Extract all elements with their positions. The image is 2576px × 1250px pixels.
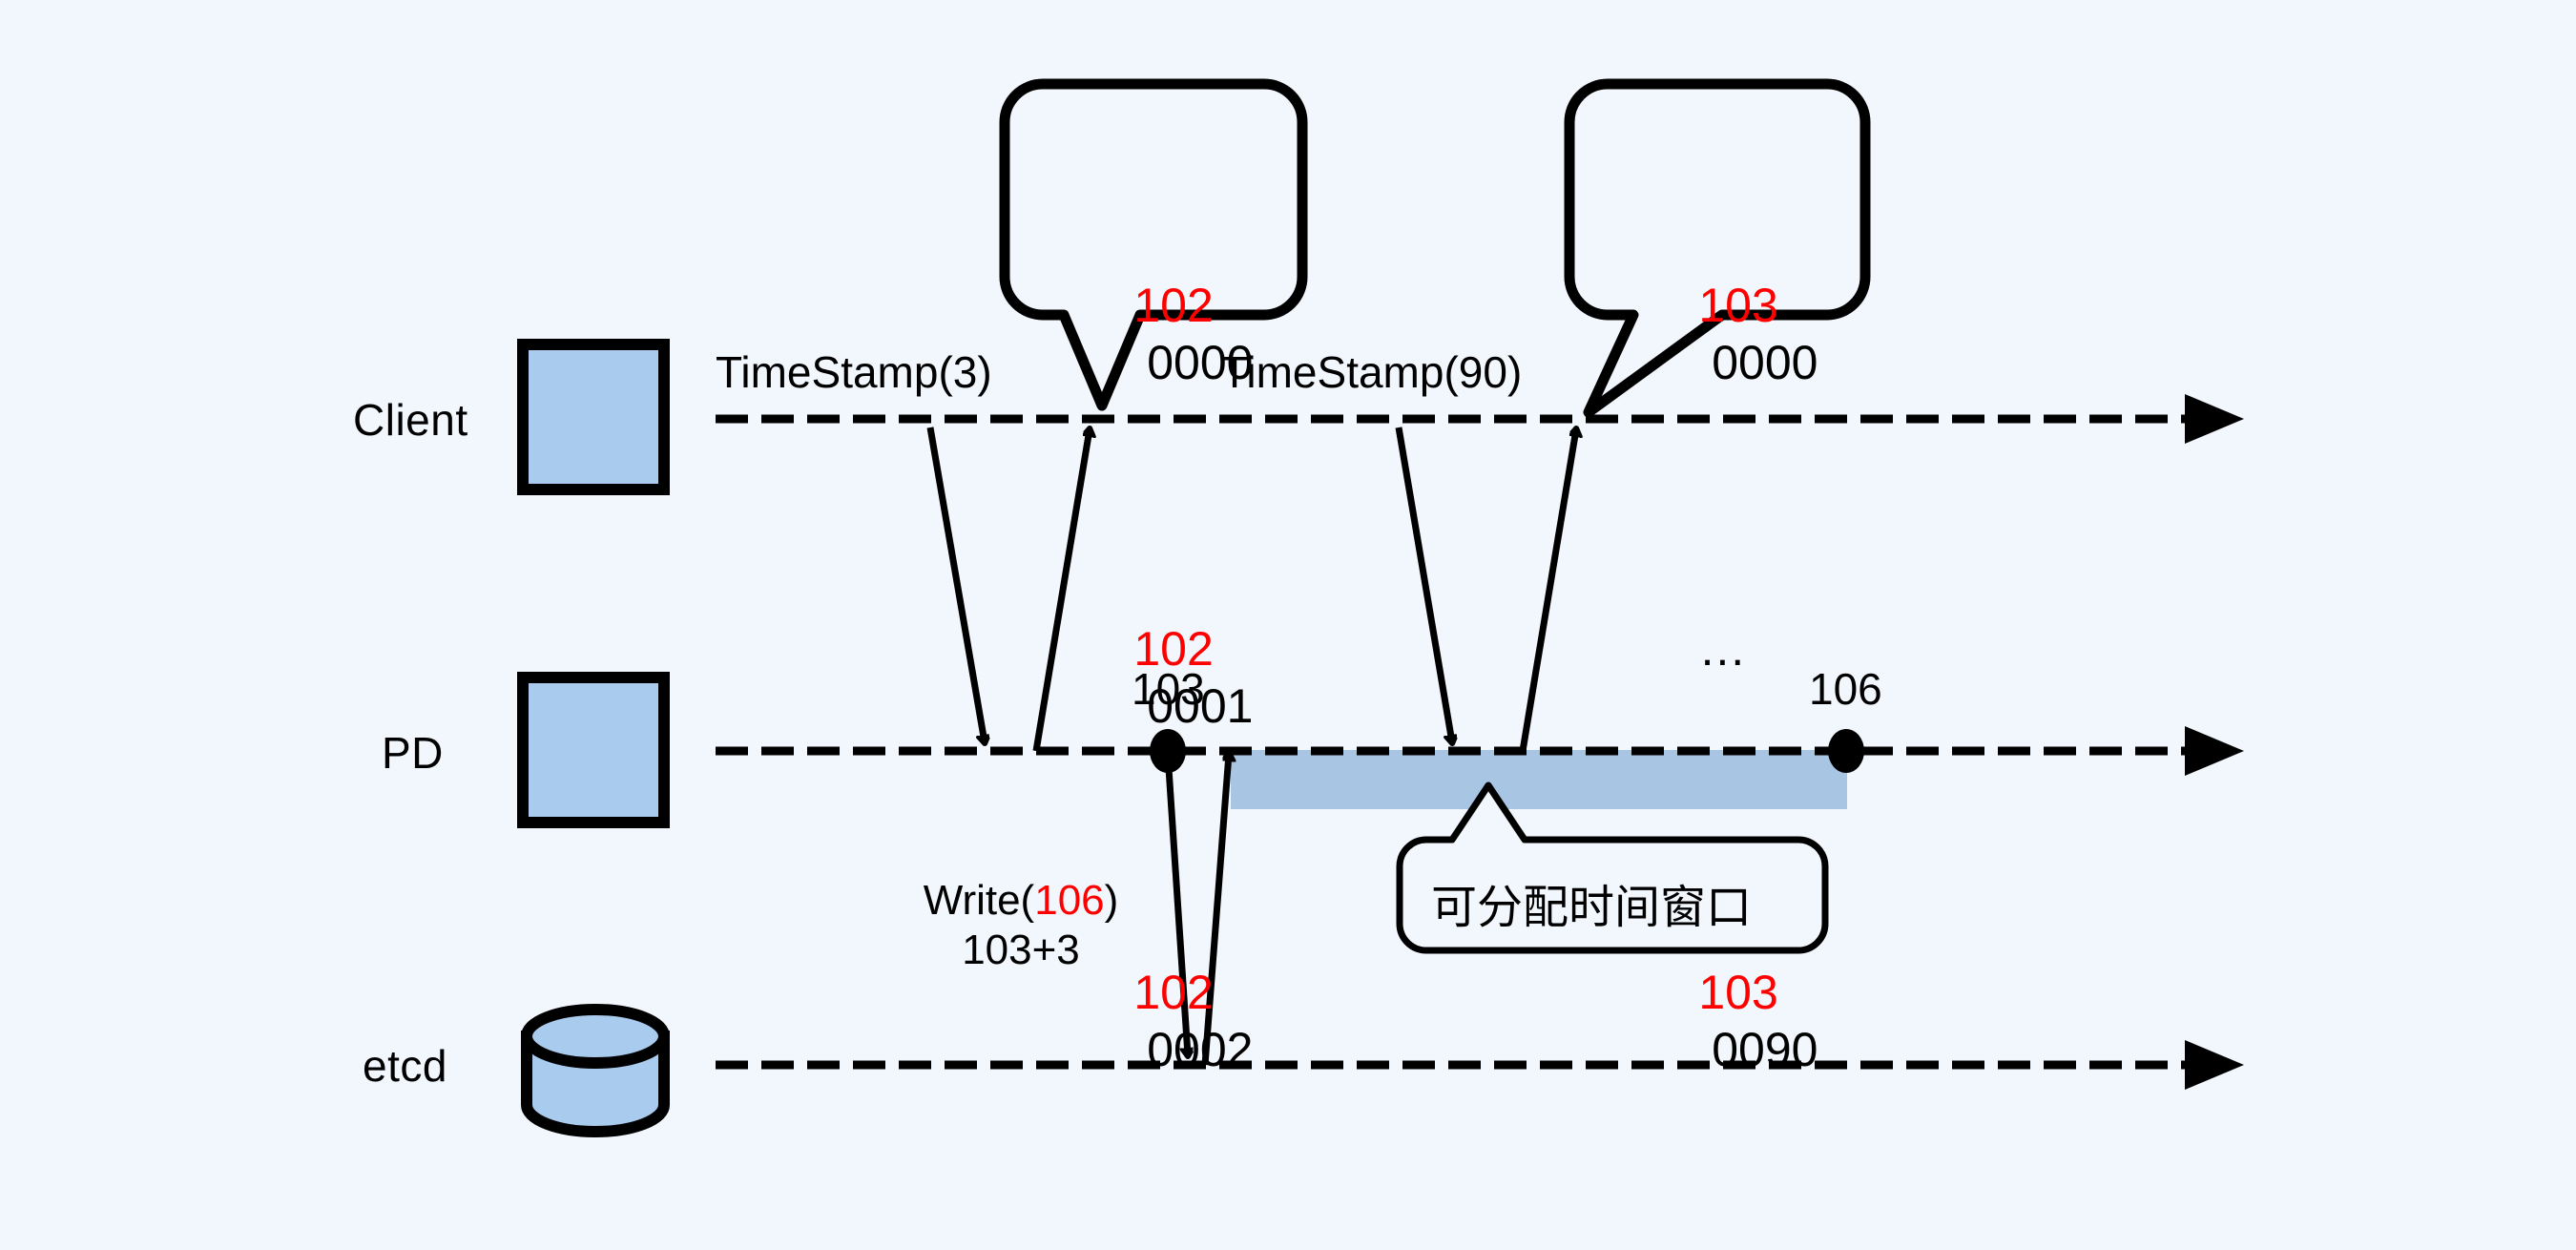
arrow-etcd-to-pd-ack [1201, 754, 1229, 1066]
write-operation-line1: Write(106) [878, 876, 1164, 926]
lane-label-client: Client [353, 395, 468, 445]
bubble-ts3-shape [999, 78, 1308, 411]
lifeline-arrowheads [2185, 394, 2244, 1090]
bubble-row-key: 103 [1698, 966, 1778, 1019]
bubble-row-value: 0000 [1698, 336, 1818, 389]
pd-marker-dot-106 [1828, 729, 1864, 773]
arrow-client-to-pd-ts3 [926, 427, 985, 742]
bubble-row-value: 0000 [1133, 336, 1254, 389]
message-label-timestamp-3: TimeStamp(3) [716, 347, 992, 397]
arrow-pd-to-client-ts3 [1032, 429, 1090, 752]
pd-marker-dot-103 [1150, 729, 1186, 773]
bubble-row: 102 0002 [1054, 906, 1253, 1135]
pd-marker-label-106: 106 [1809, 664, 1882, 714]
etcd-database-cylinder-icon [521, 1004, 670, 1137]
diagram-vector-layer [517, 78, 2244, 1137]
arrow-pd-to-client-ts90 [1519, 429, 1576, 752]
lane-label-pd: PD [382, 728, 444, 778]
bubble-row-key: … [1698, 622, 1747, 676]
bubble-row: 103 0000 [1619, 219, 1818, 448]
bubble-row-key: 102 [1133, 966, 1214, 1019]
bubble-row-key: 103 [1698, 279, 1778, 332]
bubble-row-key: 102 [1133, 622, 1214, 676]
write-value: 106 [1034, 877, 1105, 924]
write-prefix: Write( [923, 877, 1035, 924]
bubble-row: 103 0090 [1619, 906, 1818, 1135]
allocatable-window-callout-box [1396, 781, 1829, 954]
bubble-ts3-content: 102 0000 102 0001 102 0002 [1054, 105, 1253, 1250]
lane-label-etcd: etcd [363, 1041, 447, 1091]
bubble-row-value: 0001 [1133, 679, 1254, 733]
bubble-ts90-shape [1564, 78, 1871, 418]
pd-node-box [517, 672, 670, 828]
arrow-pd-to-etcd-write [1164, 753, 1188, 1055]
diagram-canvas: Client PD etcd TimeStamp(3) TimeStamp(90… [353, 78, 2244, 1137]
bubble-row-value: 0002 [1133, 1023, 1254, 1076]
bubble-ts90-content: 103 0000 … 103 0090 [1619, 105, 1818, 1250]
bubble-row: … [1619, 563, 1818, 792]
write-operation-line2: 103+3 [962, 927, 1080, 973]
bubble-row: 102 0001 [1054, 563, 1253, 792]
message-label-timestamp-90: TimeStamp(90) [1221, 347, 1523, 397]
bubble-row-value: 0090 [1698, 1023, 1818, 1076]
client-node-box [517, 339, 670, 495]
allocatable-window-label: 可分配时间窗口 [1431, 883, 1753, 933]
bubble-row-key: 102 [1133, 279, 1214, 332]
bubble-row: 102 0000 [1054, 219, 1253, 448]
write-suffix: ) [1104, 877, 1119, 924]
pd-marker-label-103: 103 [1132, 664, 1205, 714]
arrow-client-to-pd-ts90 [1395, 427, 1452, 742]
write-operation-label: Write(106) 103+3 [878, 876, 1164, 975]
allocatable-window-band [1231, 750, 1847, 809]
